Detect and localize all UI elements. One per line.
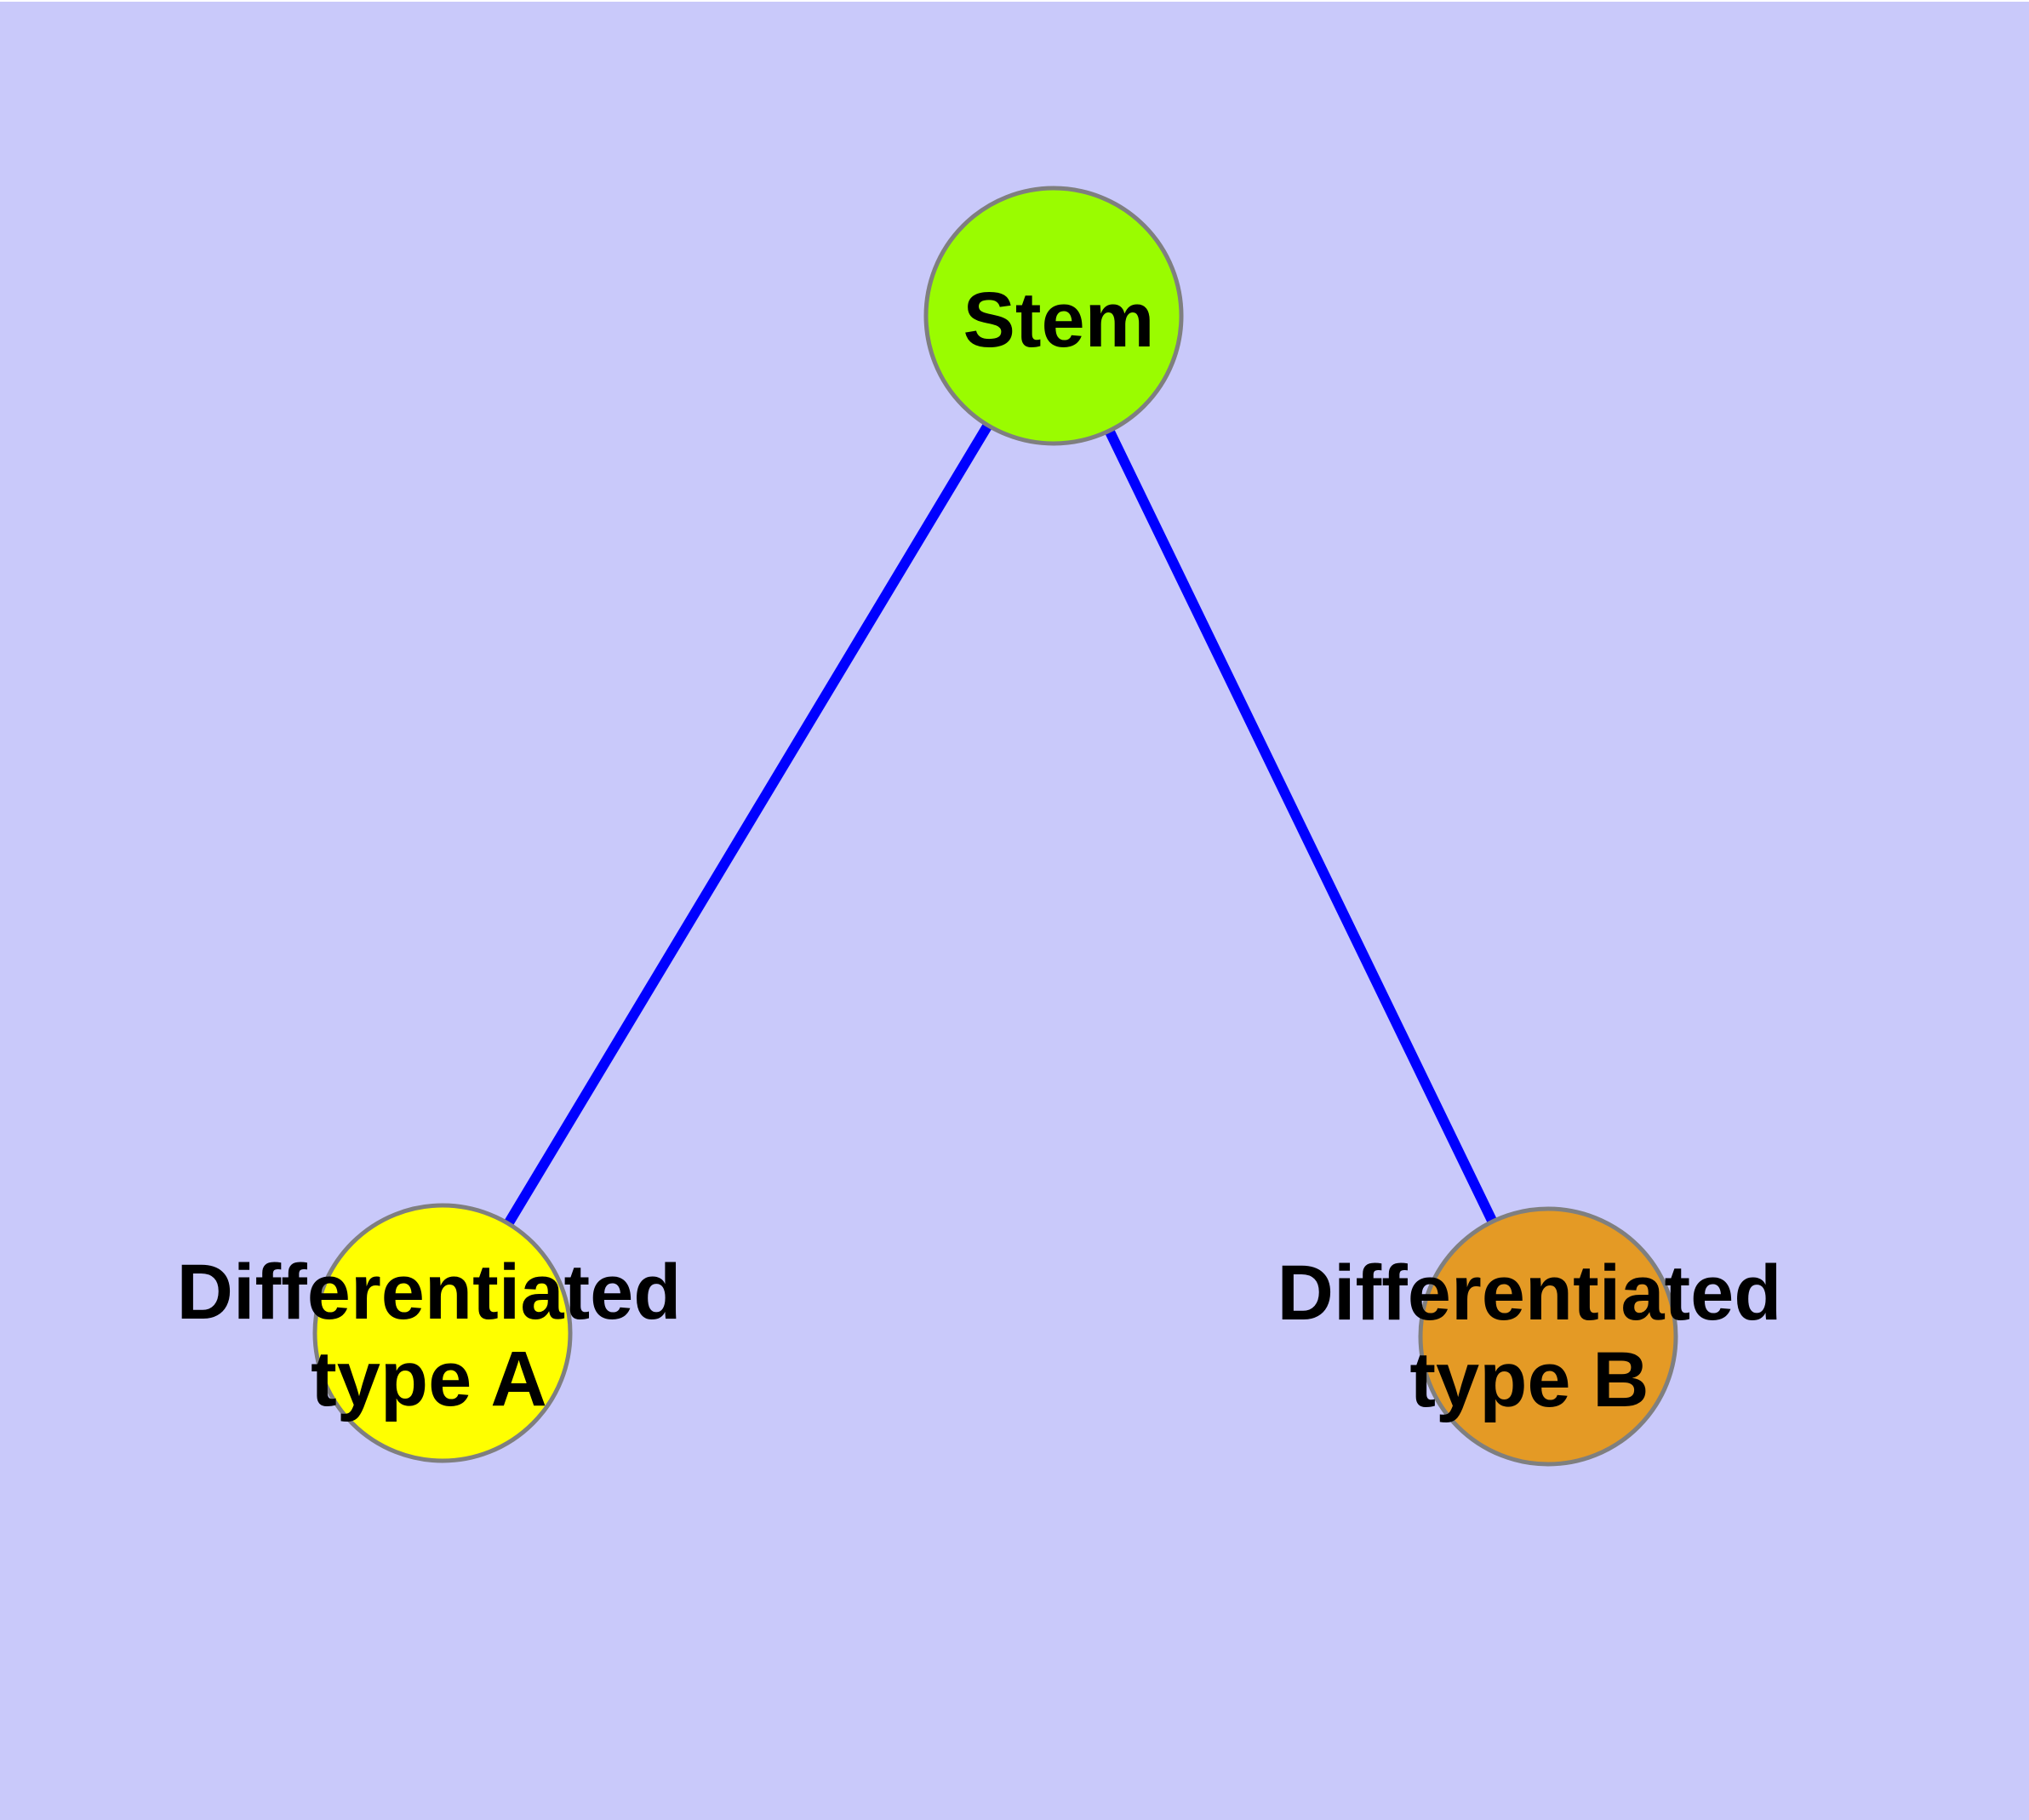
node-differentiated-type-a-label-line2: type A bbox=[311, 1336, 547, 1422]
node-differentiated-type-b-label-line1: Differentiated bbox=[1277, 1250, 1782, 1336]
node-stem bbox=[923, 186, 1184, 446]
node-differentiated-type-b bbox=[1418, 1206, 1678, 1467]
node-differentiated-type-a bbox=[312, 1203, 573, 1463]
edge-stem-to-differentiated-type-b bbox=[1049, 313, 1553, 1339]
node-differentiated-type-b-label-line2: type B bbox=[1409, 1336, 1649, 1423]
node-stem-label: Stem bbox=[963, 277, 1155, 363]
edge-stem-to-differentiated-type-a bbox=[437, 312, 1059, 1336]
node-differentiated-type-a-label-line1: Differentiated bbox=[177, 1249, 682, 1336]
